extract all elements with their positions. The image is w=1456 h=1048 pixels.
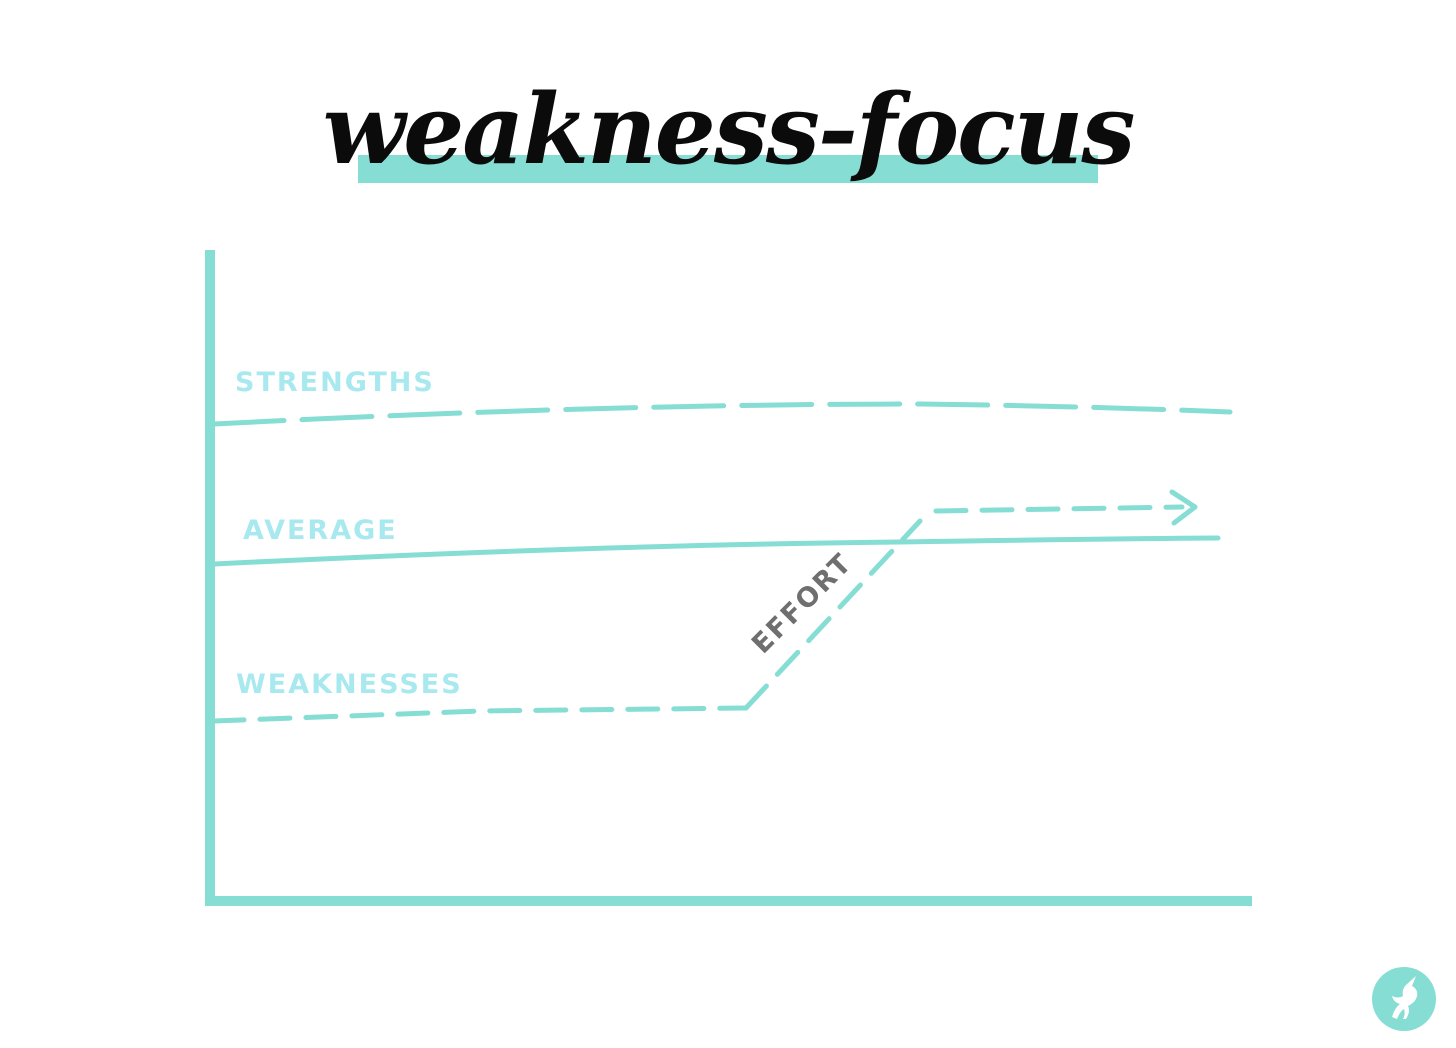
unicorn-glyph (1392, 976, 1418, 1019)
strengths-label: STRENGTHS (235, 367, 435, 398)
strengths-line (211, 401, 1233, 427)
average-label: AVERAGE (243, 515, 398, 546)
unicorn-logo-icon (1372, 967, 1436, 1031)
title-area: weakness-focus (0, 0, 1456, 220)
weaknesses-label: WEAKNESSES (236, 669, 463, 700)
improved-line (933, 504, 1185, 514)
weaknesses-line (211, 705, 749, 724)
average-line (211, 535, 1221, 567)
title-highlight-bar (358, 155, 1098, 183)
page-title: weakness-focus (322, 73, 1136, 186)
arrowhead-icon (1169, 489, 1198, 526)
effort-climb-line (743, 518, 923, 711)
